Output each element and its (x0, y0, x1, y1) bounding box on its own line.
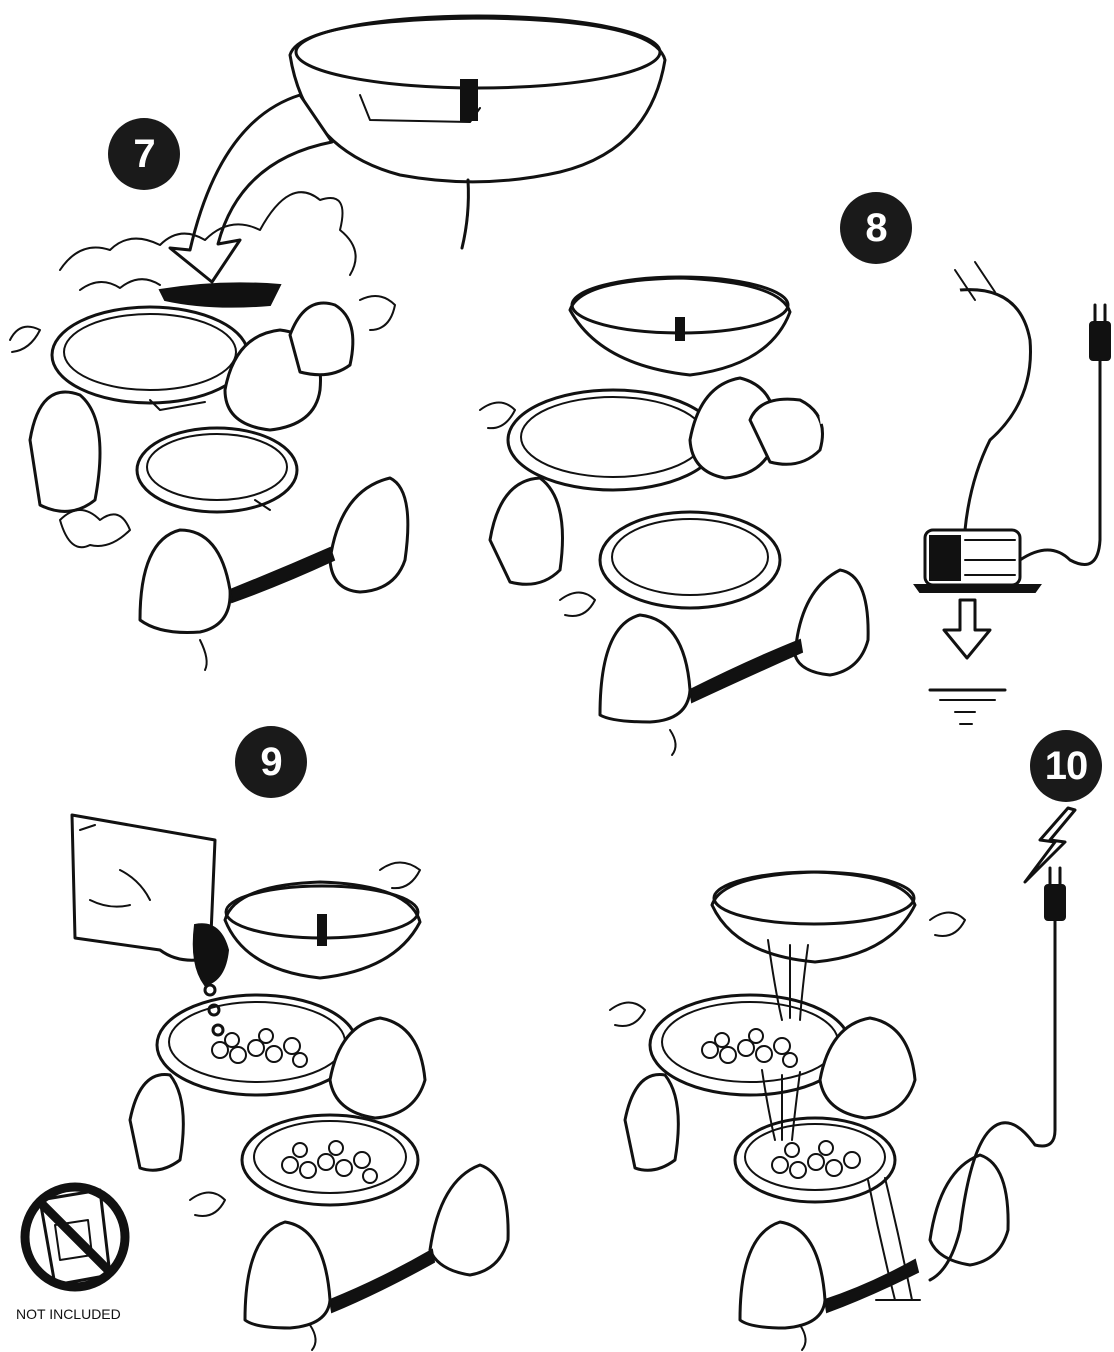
step-badge-10: 10 (1030, 730, 1102, 802)
no-bag-icon (25, 1187, 125, 1287)
not-included-label: NOT INCLUDED (16, 1306, 121, 1322)
step-9-illustration (25, 815, 508, 1350)
pump-hose (820, 262, 1031, 530)
step-10-rockery (610, 872, 1008, 1350)
curved-arrow-icon (170, 95, 332, 282)
step-badge-7: 7 (108, 118, 180, 190)
step-10-illustration (610, 808, 1075, 1350)
step-badge-8: 8 (840, 192, 912, 264)
plug-icon (1020, 305, 1110, 565)
step-badge-9: 9 (235, 726, 307, 798)
plug-icon (1045, 868, 1065, 920)
step-7-illustration (10, 16, 665, 670)
pump-icon (915, 530, 1040, 592)
top-bowl-detached (290, 16, 665, 248)
step-8-illustration (480, 262, 1110, 755)
step-8-rockery (480, 277, 868, 755)
down-arrow-icon (930, 600, 1005, 724)
